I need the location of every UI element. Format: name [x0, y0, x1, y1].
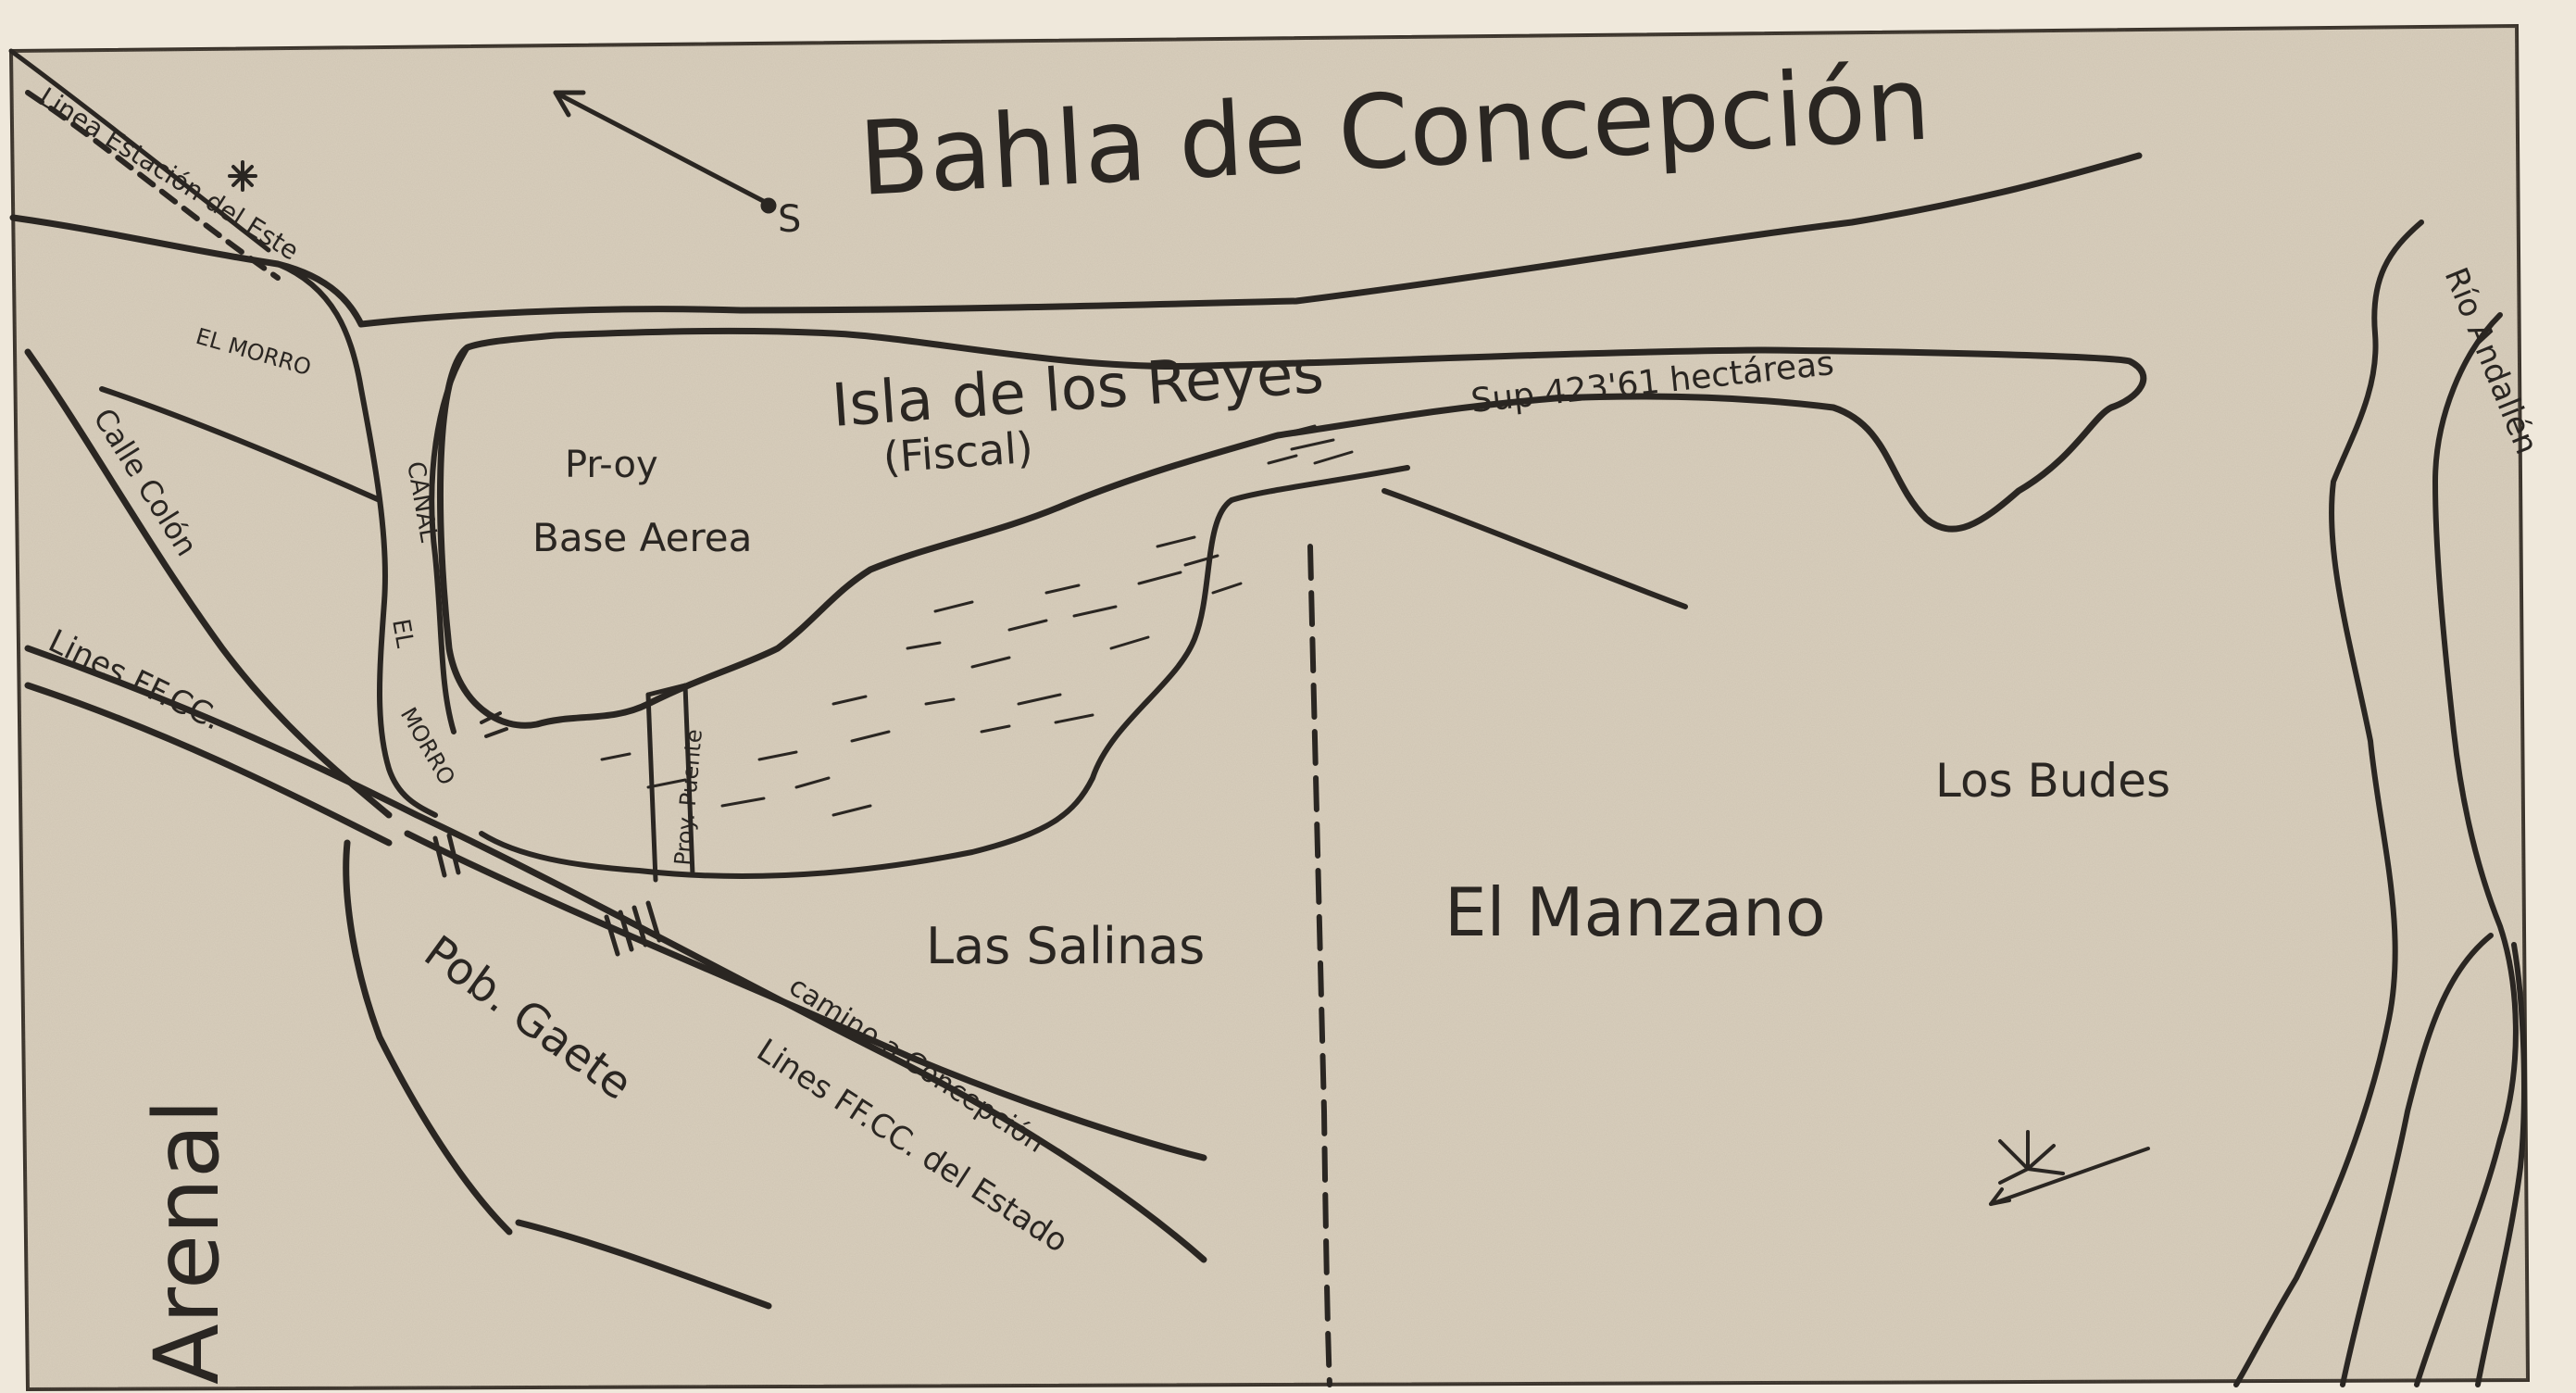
- canal-el-morro-east-bank: [429, 345, 470, 734]
- calle-colon-road: [24, 348, 393, 819]
- rio-andalien-inner-east: [2475, 942, 2527, 1387]
- rio-andalien-east-bank: [2414, 312, 2519, 1387]
- rail-station-line: [8, 48, 271, 253]
- north-arrow: [553, 90, 777, 214]
- compass-rose-icon: [1989, 1130, 2150, 1206]
- inner-channel-edge: [1382, 488, 1688, 609]
- north-letter: S: [778, 198, 801, 241]
- small-star-icon: [228, 160, 257, 192]
- las-salinas-label: Las Salinas: [926, 917, 1205, 975]
- newsprint-sheet: [8, 23, 2531, 1392]
- marsh-hatching: [600, 424, 1354, 817]
- los-budes-label: Los Budes: [1935, 754, 2170, 808]
- canal-el-label: EL: [386, 617, 419, 650]
- proy-puente-marker: [645, 683, 695, 883]
- el-morro-road: [99, 386, 382, 503]
- proy-label: Pr-oy: [565, 444, 658, 486]
- canal-el-morro-west-bank: [275, 261, 438, 818]
- road-camino-concepcion: [404, 830, 1207, 1161]
- pob-gaete-boundary: [343, 839, 513, 1236]
- small-mark-icon: [480, 711, 508, 738]
- rio-andalien-inner: [2340, 933, 2494, 1387]
- el-manzano-label: El Manzano: [1444, 873, 1826, 951]
- arenal-label: Arenal: [135, 1099, 239, 1385]
- base-aerea-label: Base Aerea: [532, 515, 752, 560]
- island-outline: [437, 327, 2147, 729]
- inner-channel: [479, 465, 1410, 879]
- pob-gaete-south-road: [515, 1219, 772, 1310]
- rail-station-dashed: [25, 90, 281, 281]
- rail-line-estado-parallel: [24, 682, 393, 847]
- rio-andalien-west-bank: [2233, 220, 2424, 1387]
- property-divider: [1307, 544, 1332, 1387]
- island-note: (Fiscal): [882, 422, 1034, 483]
- rail-crossing-ticks: [432, 833, 662, 957]
